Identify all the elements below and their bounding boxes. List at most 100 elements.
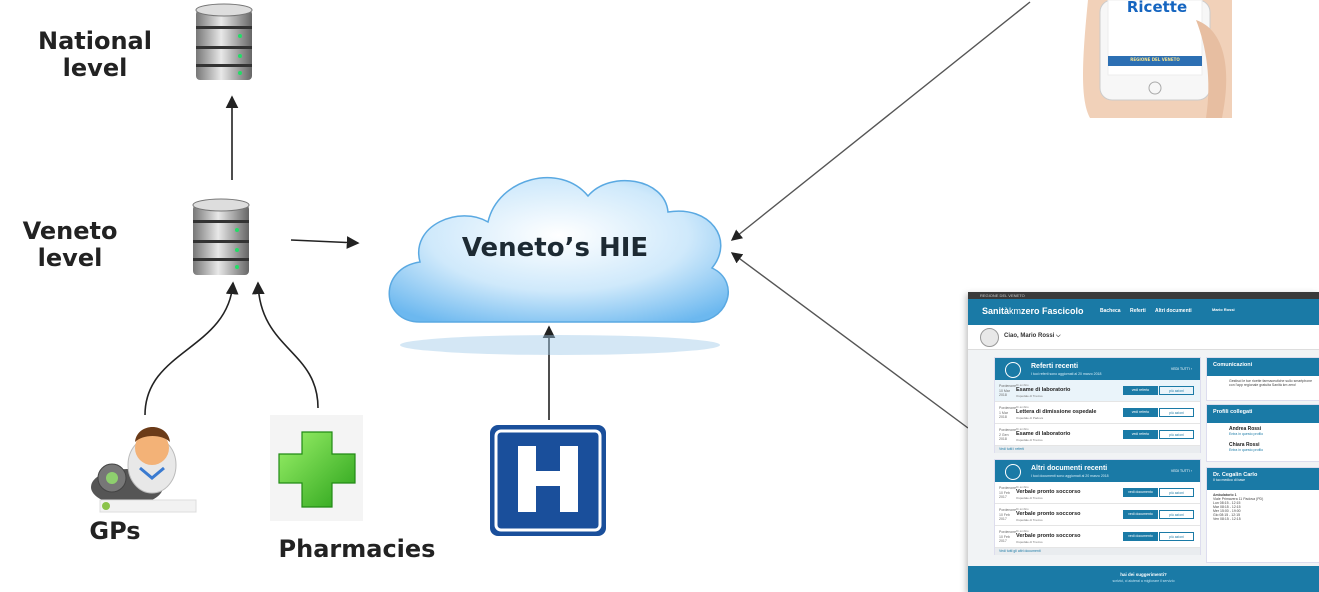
smartphone-icon xyxy=(1083,0,1232,118)
row-name: Verbale pronto soccorso xyxy=(1016,489,1081,495)
national-database-icon xyxy=(195,3,253,80)
footer-link[interactable]: scrivici, ci aiuterai a migliorare il se… xyxy=(1112,579,1175,583)
profile-item[interactable]: Andrea Rossi Entra in questo profilo xyxy=(1207,423,1319,439)
brand-part-b: km xyxy=(1009,306,1022,316)
profile-link[interactable]: Entra in questo profilo xyxy=(1229,448,1264,452)
documents-card: Altri documenti recenti I tuoi documenti… xyxy=(994,459,1201,555)
row-kind: Di ambito xyxy=(1016,405,1029,409)
row-hospital: Ospedale di Treviso xyxy=(1016,540,1043,544)
national-level-label: National level xyxy=(38,27,152,82)
doctor-office: Ambulatorio 1 xyxy=(1213,493,1237,497)
referti-title: Referti recenti xyxy=(1031,363,1079,370)
referti-header: Referti recenti I tuoi referti sono aggi… xyxy=(995,358,1200,380)
pharmacy-cross-icon xyxy=(270,415,363,521)
profile-link[interactable]: Entra in questo profilo xyxy=(1229,432,1264,436)
more-actions-button[interactable]: più azioni xyxy=(1159,488,1194,497)
row-date: Pordenone 2 Gen 2018 xyxy=(999,428,1017,441)
doctor-role: Il tuo medico di base xyxy=(1213,478,1246,482)
view-report-button[interactable]: vedi referto xyxy=(1123,408,1158,417)
documents-header: Altri documenti recenti I tuoi documenti… xyxy=(995,460,1200,482)
view-document-button[interactable]: vedi documento xyxy=(1123,510,1158,519)
referti-card: Referti recenti I tuoi referti sono aggi… xyxy=(994,357,1201,453)
hospital-sign-icon xyxy=(490,425,606,536)
greeting-text[interactable]: Ciao, Mario Rossi ⌵ xyxy=(1004,333,1061,339)
phone-app-title: Ricette xyxy=(1126,0,1188,16)
profile-item[interactable]: Chiara Rossi Entra in questo profilo xyxy=(1207,439,1319,455)
row-hospital: Ospedale di Padova xyxy=(1016,416,1044,420)
more-actions-button[interactable]: più azioni xyxy=(1159,532,1194,541)
row-name: Esame di laboratorio xyxy=(1016,431,1071,437)
doctor-hours: Gio 08:15 - 12:15 xyxy=(1213,513,1241,517)
more-actions-button[interactable]: più azioni xyxy=(1159,430,1194,439)
linked-profiles-card: Profili collegati Andrea Rossi Entra in … xyxy=(1206,404,1319,462)
doctor-hours: Mer 15:00 - 19:00 xyxy=(1213,509,1241,513)
row-kind: Di ambito xyxy=(1016,427,1029,431)
list-item: Pordenone 10 Feb 2017 Di ambito Verbale … xyxy=(995,482,1200,504)
more-actions-button[interactable]: più azioni xyxy=(1159,408,1194,417)
nav-bacheca[interactable]: Bacheca xyxy=(1100,308,1121,314)
doctor-info: Ambulatorio 1 Viale Primavera 11 Padova … xyxy=(1207,490,1319,524)
referti-subtitle: I tuoi referti sono aggiornati al 20 mar… xyxy=(1031,372,1102,376)
doctor-header: Dr. Cegalin Carlo Il tuo medico di base xyxy=(1207,468,1319,490)
veneto-database-icon xyxy=(192,198,250,275)
row-name: Verbale pronto soccorso xyxy=(1016,533,1081,539)
doctor-hours: Mar 08:15 - 12:15 xyxy=(1213,505,1241,509)
hie-label: Veneto’s HIE xyxy=(461,233,649,263)
profile-name: Andrea Rossi xyxy=(1229,426,1262,432)
row-hospital: Ospedale di Treviso xyxy=(1016,496,1043,500)
portal-nav-links: Bacheca Referti Altri documenti xyxy=(1100,308,1200,314)
doctor-hours: Ven 08:15 - 12:15 xyxy=(1213,517,1241,521)
view-document-button[interactable]: vedi documento xyxy=(1123,488,1158,497)
row-hospital: Ospedale di Treviso xyxy=(1016,438,1043,442)
view-report-button[interactable]: vedi referto xyxy=(1123,386,1158,395)
more-actions-button[interactable]: più azioni xyxy=(1159,386,1194,395)
row-hospital: Ospedale di Treviso xyxy=(1016,394,1043,398)
portal-brand: Sanitàkmzero Fascicolo xyxy=(982,306,1084,316)
avatar xyxy=(980,328,999,347)
view-report-button[interactable]: vedi referto xyxy=(1123,430,1158,439)
list-item: Pordenone 1 Mar 2018 Di ambito Lettera d… xyxy=(995,402,1200,424)
nav-referti[interactable]: Referti xyxy=(1129,308,1146,314)
doctor-address: Viale Primavera 11 Padova (PD) xyxy=(1213,497,1264,501)
more-actions-button[interactable]: più azioni xyxy=(1159,510,1194,519)
row-name: Esame di laboratorio xyxy=(1016,387,1071,393)
nav-altri-documenti[interactable]: Altri documenti xyxy=(1155,308,1192,314)
doctor-name: Dr. Cegalin Carlo xyxy=(1213,472,1258,478)
row-date: Pordenone 10 Feb 2017 xyxy=(999,486,1017,499)
gps-label: GPs xyxy=(89,517,141,545)
profile-name: Chiara Rossi xyxy=(1229,442,1260,448)
row-name: Lettera di dimissione ospedale xyxy=(1016,409,1097,415)
phone-brand: REGIONE DEL VENETO xyxy=(1130,57,1180,62)
referti-see-all-link[interactable]: Vedi tutti i referti xyxy=(995,446,1200,453)
communications-card: Comunicazioni Gestisci le tue ricette fa… xyxy=(1206,357,1319,401)
row-kind: Di ambito xyxy=(1016,507,1029,511)
row-kind: Di ambito xyxy=(1016,485,1029,489)
row-date: Pordenone 1 Mar 2018 xyxy=(999,406,1017,419)
documents-subtitle: I tuoi documenti sono aggiornati al 20 m… xyxy=(1031,474,1109,478)
app-to-hie-arrow xyxy=(730,1,1031,241)
list-item: Pordenone 10 Mar 2018 Di ambito Esame di… xyxy=(995,380,1200,402)
row-hospital: Ospedale di Treviso xyxy=(1016,518,1043,522)
doctor-card: Dr. Cegalin Carlo Il tuo medico di base … xyxy=(1206,467,1319,563)
referti-view-all[interactable]: VEDI TUTTI › xyxy=(1170,367,1192,371)
cloud-shadow xyxy=(400,335,720,355)
document-icon xyxy=(1005,362,1021,378)
portal-user[interactable]: Mario Rossi xyxy=(1212,307,1235,312)
portal-greeting-bar: Ciao, Mario Rossi ⌵ xyxy=(968,325,1319,350)
document-icon xyxy=(1005,464,1021,480)
list-item: Pordenone 10 Feb 2017 Di ambito Verbale … xyxy=(995,526,1200,548)
documents-see-all-link[interactable]: Vedi tutti gli altri documenti xyxy=(995,548,1200,555)
documents-title: Altri documenti recenti xyxy=(1031,465,1108,472)
linked-profiles-title: Profili collegati xyxy=(1207,405,1319,423)
row-date: Pordenone 10 Feb 2017 xyxy=(999,530,1017,543)
list-item: Pordenone 2 Gen 2018 Di ambito Esame di … xyxy=(995,424,1200,446)
gp-doctor-icon xyxy=(91,427,197,513)
portal-screenshot: REGIONE DEL VENETO Sanitàkmzero Fascicol… xyxy=(968,292,1319,592)
view-document-button[interactable]: vedi documento xyxy=(1123,532,1158,541)
footer-title: hai dei suggerimenti? xyxy=(1120,572,1167,577)
documents-view-all[interactable]: VEDI TUTTI › xyxy=(1170,469,1192,473)
list-item: Pordenone 10 Feb 2017 Di ambito Verbale … xyxy=(995,504,1200,526)
hie-cloud-icon xyxy=(388,176,729,323)
veneto-level-label: Veneto level xyxy=(22,217,118,272)
